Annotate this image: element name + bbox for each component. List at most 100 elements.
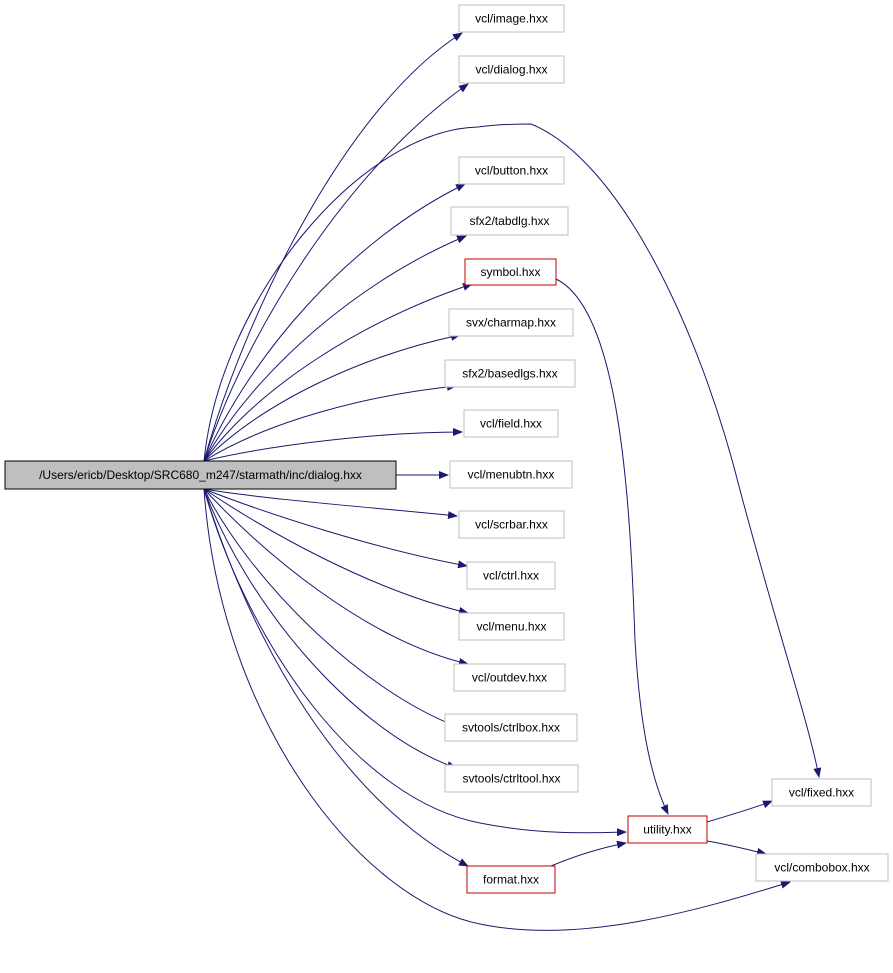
node-scrbar[interactable]: vcl/scrbar.hxx [458,510,565,539]
edge-root-to-tabdlg [203,235,467,462]
node-label: symbol.hxx [480,265,540,279]
edge-symbol-to-utility [555,278,669,815]
node-box [755,853,889,882]
node-label: svtools/ctrltool.hxx [462,772,560,786]
edge-line [203,123,822,778]
edge-line [203,332,461,462]
edge-root-to-button [203,183,466,462]
node-utility[interactable]: utility.hxx [627,815,708,844]
edge-line [550,840,627,867]
edge-line [555,278,669,815]
edge-line [203,488,459,728]
node-box [449,460,573,489]
node-label: svx/charmap.hxx [466,316,556,330]
node-box [466,561,556,590]
node-tabdlg[interactable]: sfx2/tabdlg.hxx [450,206,569,236]
edge-line [203,235,467,462]
node-image[interactable]: vcl/image.hxx [458,4,565,33]
edge-line [203,32,463,462]
node-label: /Users/ericb/Desktop/SRC680_m247/starmat… [39,468,362,482]
node-format[interactable]: format.hxx [466,865,556,894]
node-label: vcl/ctrl.hxx [483,569,539,583]
node-box [463,409,559,438]
node-box [458,156,565,185]
node-label: vcl/dialog.hxx [475,63,547,77]
node-basedlgs[interactable]: sfx2/basedlgs.hxx [444,359,576,388]
edge-utility-to-fixed [706,800,773,823]
node-menubtn[interactable]: vcl/menubtn.hxx [449,460,573,489]
edge-root-to-ctrltool [203,488,457,769]
edge-format-to-utility [550,840,627,867]
node-ctrltool[interactable]: svtools/ctrltool.hxx [444,764,579,793]
node-box [464,258,557,286]
edge-root-to-fixed [203,123,822,778]
edge-line [203,488,458,520]
node-ctrl[interactable]: vcl/ctrl.hxx [466,561,556,590]
edge-root-to-basedlgs [203,382,457,462]
node-label: sfx2/basedlgs.hxx [462,367,557,381]
edge-line [203,428,463,462]
node-label: vcl/field.hxx [480,417,542,431]
edge-line [203,488,457,769]
edge-root-to-format [203,488,469,867]
node-label: utility.hxx [643,823,691,837]
node-box [448,308,574,337]
node-label: vcl/menu.hxx [476,620,546,634]
node-ctrlbox[interactable]: svtools/ctrlbox.hxx [444,713,578,742]
edge-root-to-utility [203,488,627,837]
node-label: vcl/outdev.hxx [472,671,547,685]
node-fixed[interactable]: vcl/fixed.hxx [771,778,872,807]
edge-line [203,83,469,462]
node-box [458,510,565,539]
node-label: vcl/button.hxx [475,164,548,178]
edge-line [203,488,791,931]
node-symbol[interactable]: symbol.hxx [464,258,557,286]
node-label: vcl/fixed.hxx [789,786,854,800]
node-box [466,865,556,894]
edge-root-to-outdev [203,488,469,666]
node-label: vcl/image.hxx [475,12,548,26]
edge-root-to-image [203,32,463,462]
node-box [450,206,569,236]
node-box [453,663,566,692]
edge-line [203,488,627,837]
edge-root-to-ctrlbox [203,488,459,728]
edge-root-to-menu [203,488,469,615]
node-label: vcl/menubtn.hxx [468,468,555,482]
node-outdev[interactable]: vcl/outdev.hxx [453,663,566,692]
node-box [627,815,708,844]
node-box [458,55,565,84]
node-box [444,359,576,388]
edge-root-to-ctrl [203,488,468,569]
edge-line [203,488,469,867]
node-button[interactable]: vcl/button.hxx [458,156,565,185]
edge-utility-to-combobox [706,840,767,856]
node-box [444,764,579,793]
edge-line [203,488,469,666]
node-box [458,612,565,641]
node-label: sfx2/tabdlg.hxx [469,214,549,228]
node-box [444,713,578,742]
node-field[interactable]: vcl/field.hxx [463,409,559,438]
edge-line [203,183,466,462]
edge-root-to-field [203,428,463,462]
edge-line [706,840,767,856]
node-combobox[interactable]: vcl/combobox.hxx [755,853,889,882]
node-label: svtools/ctrlbox.hxx [462,721,560,735]
edge-root-to-combobox [203,488,791,931]
node-menu[interactable]: vcl/menu.hxx [458,612,565,641]
node-charmap[interactable]: svx/charmap.hxx [448,308,574,337]
edge-root-to-charmap [203,332,461,462]
edge-line [203,488,469,615]
edge-line [706,800,773,823]
edge-root-to-symbol [203,283,473,462]
node-box [458,4,565,33]
node-layer: /Users/ericb/Desktop/SRC680_m247/starmat… [4,4,889,894]
edge-root-to-dialog [203,83,469,462]
node-label: format.hxx [483,873,539,887]
node-label: vcl/combobox.hxx [774,861,869,875]
edge-line [203,283,473,462]
node-root: /Users/ericb/Desktop/SRC680_m247/starmat… [4,460,397,490]
node-dialog[interactable]: vcl/dialog.hxx [458,55,565,84]
